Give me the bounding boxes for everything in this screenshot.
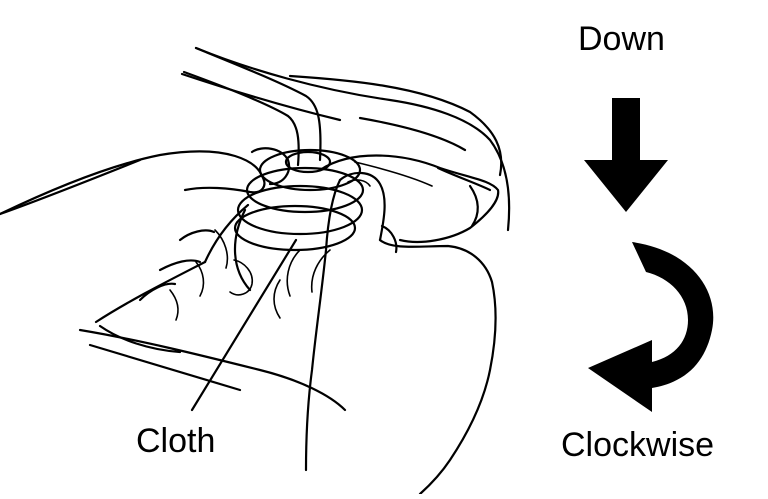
clockwise-label: Clockwise (561, 426, 715, 464)
left-hand (0, 147, 291, 354)
housing-outline (0, 46, 511, 412)
pipe (182, 46, 332, 174)
cloth-shape (318, 154, 500, 243)
cloth-leader-line (190, 238, 298, 412)
cloth-label: Cloth (136, 422, 216, 460)
clockwise-arrow-icon (588, 242, 714, 412)
down-arrow-icon (584, 98, 668, 212)
down-label: Down (578, 20, 665, 58)
cap-body (233, 148, 365, 292)
right-hand (273, 171, 497, 496)
